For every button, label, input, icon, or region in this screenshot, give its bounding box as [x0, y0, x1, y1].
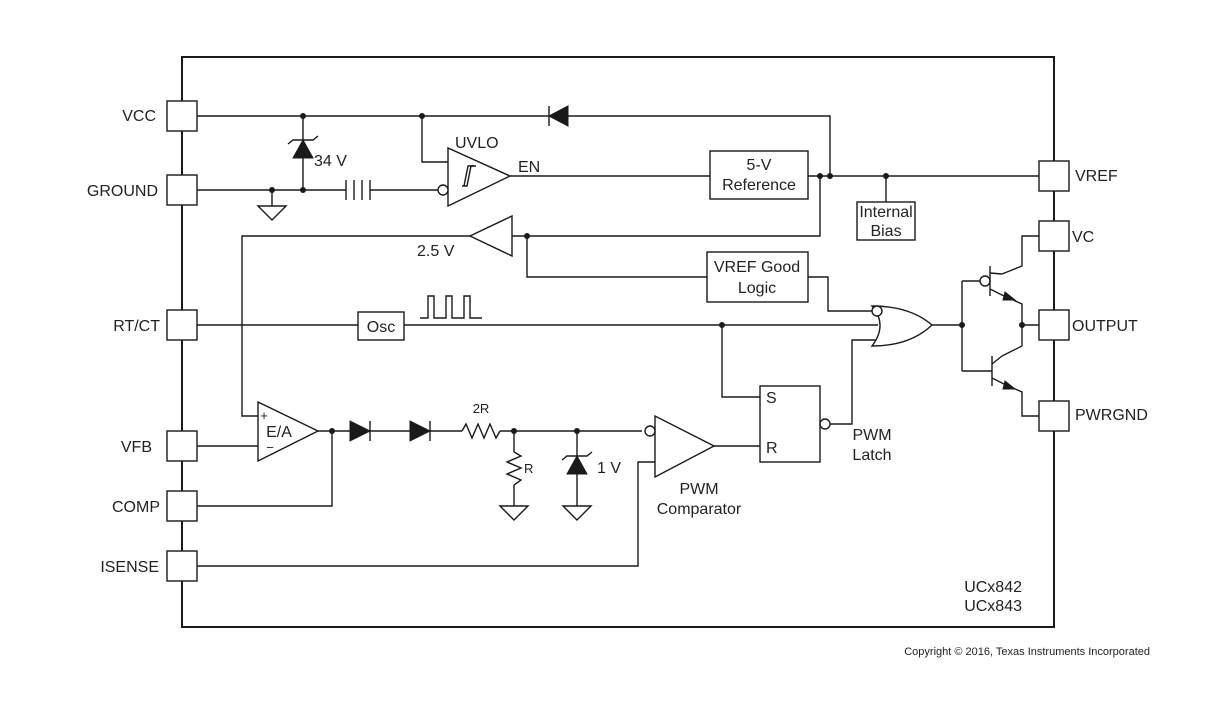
pin-label-vfb: VFB — [121, 439, 152, 456]
good-logic-label-1: VREF Good — [714, 259, 800, 276]
output-transistors — [979, 266, 1017, 390]
pin-label-rtct: RT/CT — [113, 318, 160, 335]
r2-label: 2R — [473, 401, 490, 416]
ea-label: E/A — [266, 424, 292, 441]
buffer-2v5 — [468, 214, 513, 258]
pin-vref — [1038, 160, 1070, 192]
zener-1v — [561, 451, 593, 475]
pin-rtct — [166, 309, 198, 341]
oscillator-waveform — [420, 295, 482, 319]
ea-minus-label: − — [266, 440, 274, 455]
pin-label-vc: VC — [1072, 229, 1094, 246]
good-logic-label-2: Logic — [738, 280, 776, 297]
latch-qbar-bubble — [819, 418, 831, 430]
copyright-notice: Copyright © 2016, Texas Instruments Inco… — [904, 646, 1150, 658]
pwm-comparator — [644, 414, 716, 479]
zener-34v — [287, 135, 319, 159]
pin-vcc — [166, 100, 198, 132]
part-number-1: UCx842 — [964, 579, 1022, 596]
junction-dots — [269, 113, 1025, 434]
part-number-2: UCx843 — [964, 598, 1022, 615]
ground-capacitor-symbol — [345, 180, 371, 200]
oscillator-block — [357, 311, 405, 341]
latch-r-label: R — [766, 440, 778, 457]
zener-1v-label: 1 V — [597, 460, 621, 477]
pin-pwrgnd — [1038, 400, 1070, 432]
pin-comp — [166, 490, 198, 522]
pin-label-vcc: VCC — [122, 108, 156, 125]
pwm-latch-label-1: PWM — [852, 427, 891, 444]
uvlo-label: UVLO — [455, 135, 499, 152]
pin-label-output: OUTPUT — [1072, 318, 1138, 335]
ea-output-diodes — [349, 420, 432, 442]
pin-label-ground: GROUND — [87, 183, 158, 200]
pwm-comp-label-2: Comparator — [657, 501, 742, 518]
osc-label: Osc — [367, 319, 395, 336]
pwm-comp-label-1: PWM — [679, 481, 718, 498]
vref-good-logic-block — [706, 251, 809, 303]
ground-symbol — [256, 205, 288, 221]
or-gate — [870, 305, 934, 347]
pwm-latch-label-2: Latch — [852, 447, 891, 464]
internal-bias-block — [856, 201, 916, 241]
pin-label-comp: COMP — [112, 499, 160, 516]
wires — [197, 115, 1039, 567]
r-label: R — [524, 461, 533, 476]
latch-s-label: S — [766, 390, 777, 407]
pin-vfb — [166, 430, 198, 462]
resistor-r — [505, 451, 523, 486]
error-amplifier — [257, 400, 320, 463]
resistor-2r — [461, 422, 501, 440]
pin-label-isense: ISENSE — [100, 559, 159, 576]
pin-boxes — [166, 100, 1070, 582]
vref-to-vcc-diode — [547, 105, 569, 127]
ic-outline — [181, 56, 1055, 628]
v25-label: 2.5 V — [417, 243, 455, 260]
en-label: EN — [518, 159, 540, 176]
reference-5v-block — [709, 150, 809, 200]
bias-label-1: Internal — [859, 204, 912, 221]
ground-symbol — [561, 505, 593, 521]
ground-symbol — [498, 505, 530, 521]
zener-34v-label: 34 V — [314, 153, 347, 170]
reference-label-1: 5-V — [747, 157, 772, 174]
ea-plus-label: + — [260, 408, 268, 423]
pin-ground — [166, 174, 198, 206]
pin-label-vref: VREF — [1075, 168, 1118, 185]
reference-label-2: Reference — [722, 177, 796, 194]
pin-output — [1038, 309, 1070, 341]
bias-label-2: Bias — [870, 223, 901, 240]
pin-label-pwrgnd: PWRGND — [1075, 407, 1148, 424]
pin-isense — [166, 550, 198, 582]
pwm-latch-block — [759, 385, 821, 463]
uvlo-comparator — [437, 146, 512, 208]
pin-vc — [1038, 220, 1070, 252]
